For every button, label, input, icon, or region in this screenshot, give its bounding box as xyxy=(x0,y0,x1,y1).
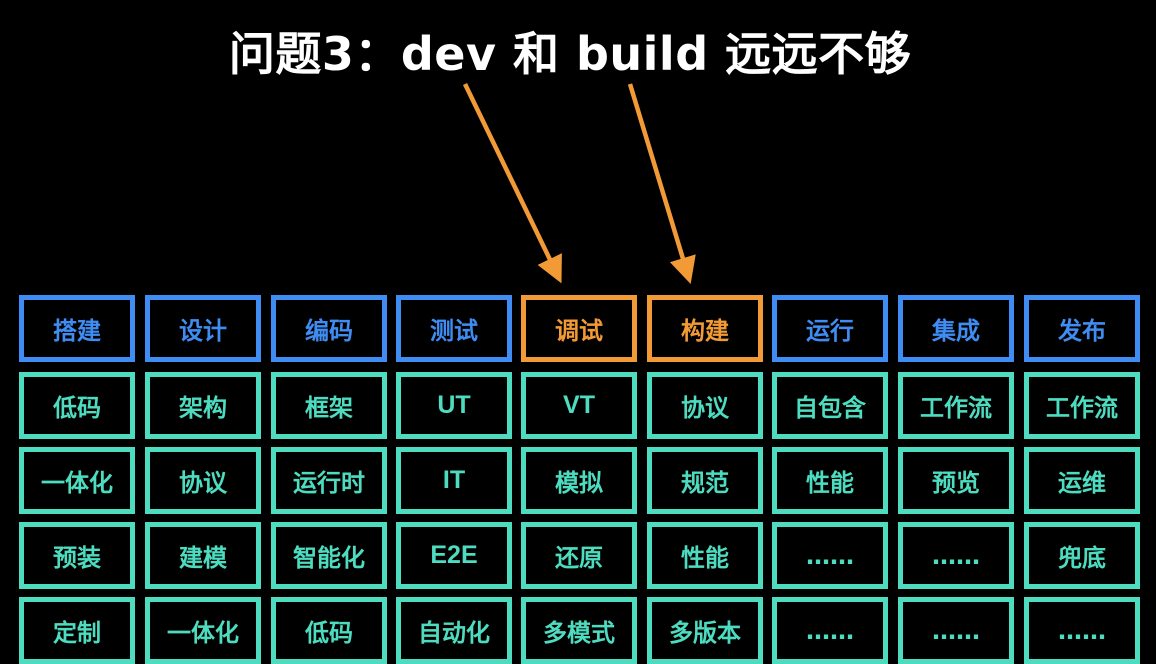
stage-item-3-1: IT xyxy=(396,447,512,514)
stage-item-4-0: VT xyxy=(521,372,637,439)
stage-item-8-0: 工作流 xyxy=(1024,372,1140,439)
slide-title: 问题3：dev 和 build 远远不够 xyxy=(228,27,912,81)
stage-item-2-3: 低码 xyxy=(271,597,387,664)
stage-item-7-2: …… xyxy=(898,522,1014,589)
stage-item-3-2: E2E xyxy=(396,522,512,589)
stage-item-4-2: 还原 xyxy=(521,522,637,589)
stage-header-0: 搭建 xyxy=(19,295,135,362)
stage-item-1-2: 建模 xyxy=(145,522,261,589)
stage-item-7-3: …… xyxy=(898,597,1014,664)
stage-header-7: 集成 xyxy=(898,295,1014,362)
stage-item-1-0: 架构 xyxy=(145,372,261,439)
stage-item-7-1: 预览 xyxy=(898,447,1014,514)
arrow-to-debug xyxy=(462,83,562,284)
stage-header-8: 发布 xyxy=(1024,295,1140,362)
stage-item-3-3: 自动化 xyxy=(396,597,512,664)
stage-item-3-0: UT xyxy=(396,372,512,439)
stage-header-6: 运行 xyxy=(772,295,888,362)
arrow-to-build xyxy=(627,83,696,285)
stage-item-0-0: 低码 xyxy=(19,372,135,439)
stage-item-5-3: 多版本 xyxy=(647,597,763,664)
stage-item-0-3: 定制 xyxy=(19,597,135,664)
stage-item-4-3: 多模式 xyxy=(521,597,637,664)
stage-item-8-3: …… xyxy=(1024,597,1140,664)
stage-item-6-3: …… xyxy=(772,597,888,664)
stage-header-2: 编码 xyxy=(271,295,387,362)
stage-item-0-2: 预装 xyxy=(19,522,135,589)
stage-item-5-0: 协议 xyxy=(647,372,763,439)
stage-item-6-1: 性能 xyxy=(772,447,888,514)
stage-item-4-1: 模拟 xyxy=(521,447,637,514)
stage-header-5: 构建 xyxy=(647,295,763,362)
stage-item-5-1: 规范 xyxy=(647,447,763,514)
stage-header-3: 测试 xyxy=(396,295,512,362)
stage-item-2-1: 运行时 xyxy=(271,447,387,514)
stage-item-8-2: 兜底 xyxy=(1024,522,1140,589)
stage-item-5-2: 性能 xyxy=(647,522,763,589)
stage-item-1-3: 一体化 xyxy=(145,597,261,664)
stage-item-1-1: 协议 xyxy=(145,447,261,514)
stage-item-6-2: …… xyxy=(772,522,888,589)
stage-item-0-1: 一体化 xyxy=(19,447,135,514)
stage-header-4: 调试 xyxy=(521,295,637,362)
stage-item-2-0: 框架 xyxy=(271,372,387,439)
stage-item-2-2: 智能化 xyxy=(271,522,387,589)
stage-header-1: 设计 xyxy=(145,295,261,362)
stage-item-6-0: 自包含 xyxy=(772,372,888,439)
stage-item-8-1: 运维 xyxy=(1024,447,1140,514)
stage-item-7-0: 工作流 xyxy=(898,372,1014,439)
